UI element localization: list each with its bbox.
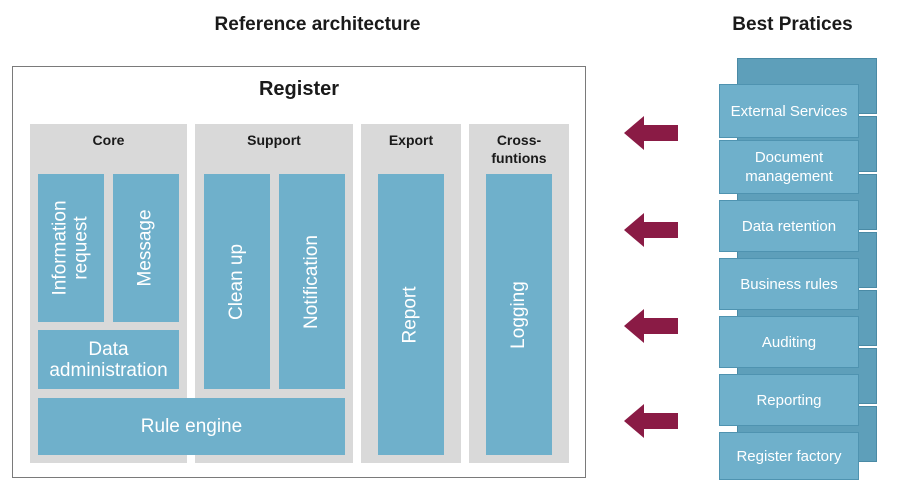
best-practice-external-services: External Services — [719, 84, 859, 138]
message-label: Message — [135, 209, 157, 287]
best-practice-register-factory: Register factory — [719, 432, 859, 480]
information-request-label: Information request — [50, 200, 93, 296]
core-panel-title: Core — [92, 132, 125, 148]
best-practice-document-management: Document management — [719, 140, 859, 194]
cross-functions-panel-title: Cross- funtions — [491, 132, 547, 166]
clean-up-box: Clean up — [204, 174, 270, 389]
message-box: Message — [113, 174, 179, 322]
register-title: Register — [258, 78, 340, 100]
rule-engine-box: Rule engine — [38, 398, 345, 455]
best-practice-label: Business rules — [719, 258, 859, 310]
best-practice-label: Data retention — [719, 200, 859, 252]
rule-engine-label: Rule engine — [140, 416, 243, 437]
best-practice-reporting: Reporting — [719, 374, 859, 426]
best-practice-auditing: Auditing — [719, 316, 859, 368]
left-arrow-icon — [624, 404, 678, 438]
best-practice-label: Register factory — [719, 432, 859, 480]
best-practice-label: Auditing — [719, 316, 859, 368]
left-arrow-icon — [624, 213, 678, 247]
best-practice-business-rules: Business rules — [719, 258, 859, 310]
information-request-box: Information request — [38, 174, 104, 322]
report-box: Report — [378, 174, 444, 455]
data-administration-box: Data administration — [38, 330, 179, 389]
notification-box: Notification — [279, 174, 345, 389]
best-practices-heading: Best Pratices — [732, 14, 853, 35]
logging-box: Logging — [486, 174, 552, 455]
best-practice-data-retention: Data retention — [719, 200, 859, 252]
left-arrow-icon — [624, 116, 678, 150]
notification-label: Notification — [301, 234, 322, 329]
data-administration-label: Data administration — [49, 338, 168, 381]
support-panel-title: Support — [247, 132, 301, 148]
left-arrow-icon — [624, 309, 678, 343]
best-practice-label: External Services — [719, 84, 859, 138]
best-practice-label: Document management — [719, 140, 859, 194]
reference-architecture-heading: Reference architecture — [214, 14, 421, 35]
clean-up-label: Clean up — [226, 243, 247, 320]
report-label: Report — [400, 285, 421, 344]
export-panel-title: Export — [388, 132, 434, 148]
logging-label: Logging — [508, 280, 529, 349]
best-practice-label: Reporting — [719, 374, 859, 426]
